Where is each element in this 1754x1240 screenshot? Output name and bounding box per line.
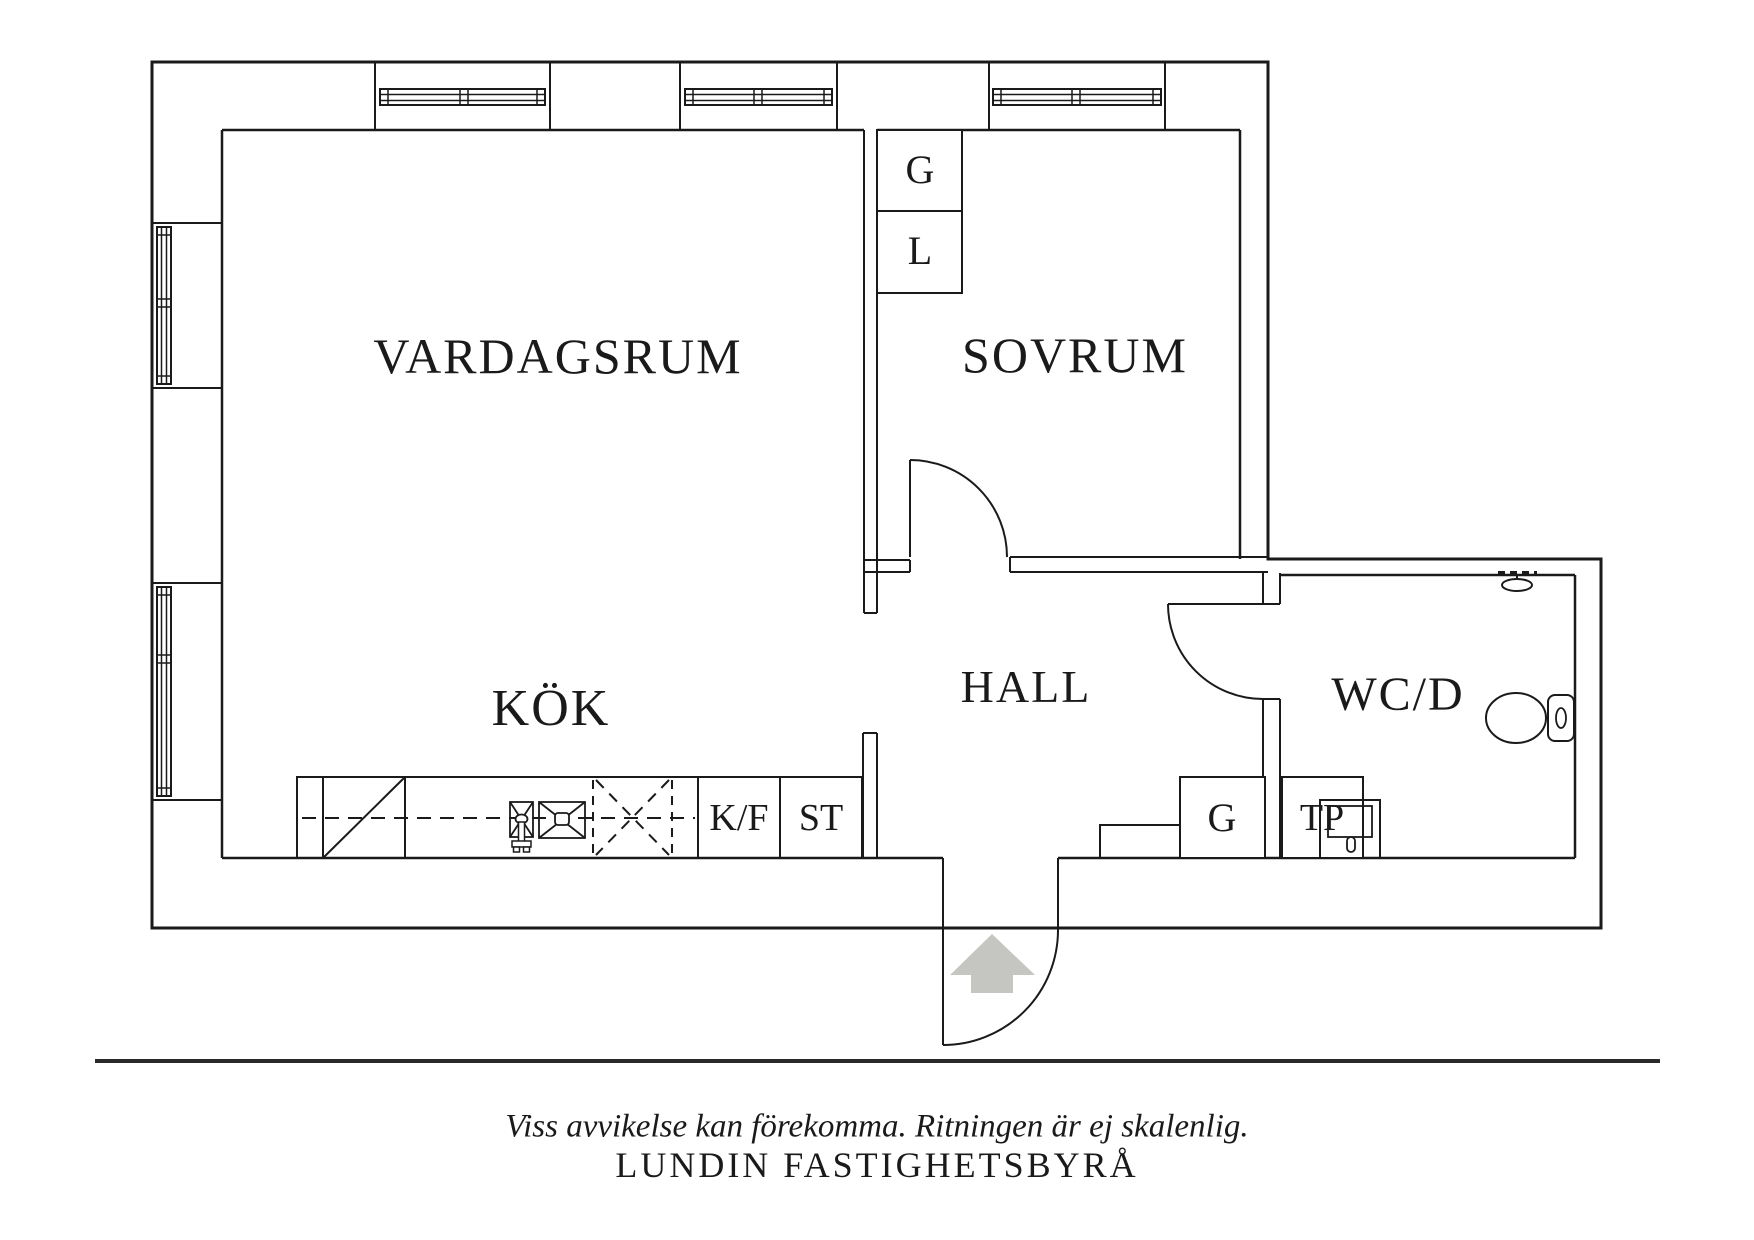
label-unit-st: ST (798, 797, 844, 839)
door-entry (942, 929, 1059, 1046)
label-closet-tp-hall: TP (1299, 797, 1345, 839)
kitchen-counter (296, 776, 863, 859)
room-label-kok: KÖK (491, 680, 611, 737)
label-closet-g-sovrum: G (905, 147, 935, 192)
wc-sink-icon (1319, 799, 1381, 859)
label-closet-l-sovrum: L (907, 228, 933, 273)
shower-icon (1498, 571, 1537, 592)
label-unit-kf: K/F (709, 797, 769, 839)
window-top-sovrum-icon (992, 88, 1162, 106)
label-closet-g-hall: G (1207, 795, 1237, 840)
closet-l-sovrum (876, 210, 963, 294)
unit-st-box (779, 776, 863, 859)
room-label-vardagsrum: VARDAGSRUM (373, 328, 743, 384)
room-label-hall: HALL (960, 661, 1092, 712)
footer-disclaimer: Viss avvikelse kan förekomma. Ritningen … (505, 1108, 1249, 1145)
outer-walls (150, 60, 1603, 930)
closet-g-hall (1179, 776, 1266, 859)
footer-brand: LUNDIN FASTIGHETSBYRÅ (615, 1145, 1139, 1185)
stove-dashed-icon (592, 780, 673, 855)
room-label-wcd: WC/D (1331, 668, 1465, 721)
kitchen-sink-small-icon (509, 801, 534, 853)
entry-arrow-icon (950, 934, 1035, 993)
closet-boxes (876, 129, 1364, 859)
window-left-2-icon (156, 586, 172, 797)
window-niche-lines (152, 62, 1166, 801)
door-wcd (1167, 603, 1264, 700)
kitchen-sink-large-icon (538, 801, 586, 839)
door-sovrum (909, 459, 1008, 558)
window-top-2-icon (684, 88, 833, 106)
dishwasher-icon (322, 776, 406, 859)
footer-divider (95, 1059, 1660, 1063)
window-top-1-icon (379, 88, 546, 106)
room-label-sovrum: SOVRUM (962, 327, 1188, 383)
toilet-icon (1485, 692, 1575, 744)
window-left-1-icon (156, 226, 172, 385)
